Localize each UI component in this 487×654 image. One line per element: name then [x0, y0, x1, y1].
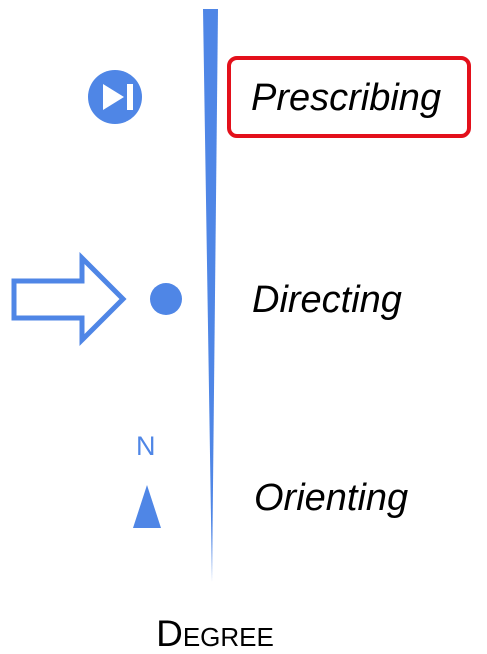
degree-axis-label: Degree	[156, 613, 274, 654]
north-label: N	[136, 431, 156, 461]
outline-arrow-icon	[11, 251, 127, 347]
play-skip-icon	[88, 70, 142, 124]
level-label-prescribing: Prescribing	[251, 77, 442, 119]
prescribing-highlight-box	[227, 56, 471, 138]
degree-axis-wedge	[203, 9, 218, 582]
arrow-dot-icon	[11, 251, 182, 347]
level-label-directing: Directing	[252, 279, 402, 321]
north-arrow-icon	[133, 485, 161, 528]
dot-icon	[150, 283, 182, 315]
level-label-orienting: Orienting	[254, 477, 409, 519]
